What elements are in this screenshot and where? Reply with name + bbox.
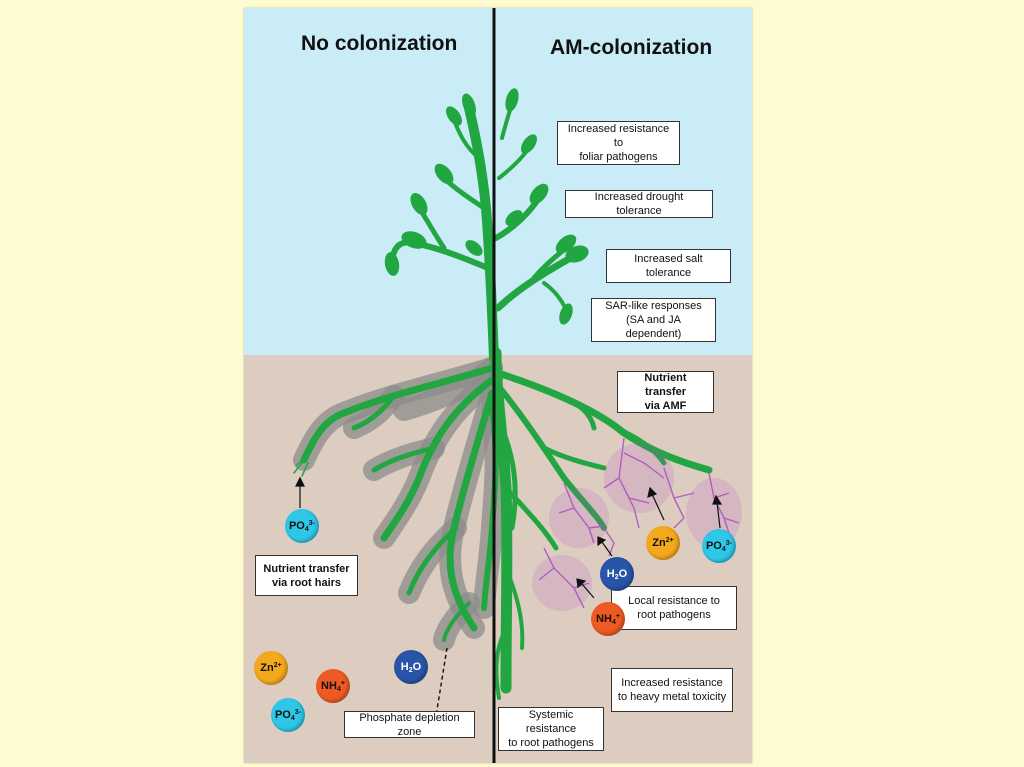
ion-superscript: 3- xyxy=(725,539,733,547)
ion-subscript: 4 xyxy=(290,714,295,722)
local-line-2: root pathogens xyxy=(637,609,711,621)
ion-base: Zn xyxy=(652,537,666,549)
shoot xyxy=(389,102,578,363)
drought-text: Increased drought tolerance xyxy=(594,191,684,217)
ion-subscript: 4 xyxy=(336,685,341,693)
depletion-pointer xyxy=(435,647,448,717)
ion-superscript: 2+ xyxy=(665,537,674,544)
ion-h2o-left: H2O xyxy=(394,650,428,684)
ion-formula: PO43- xyxy=(289,520,315,533)
diagram-panel: No colonization AM-colonization Increase… xyxy=(244,8,752,763)
ion-suffix: O xyxy=(412,660,422,673)
root-hairs-box: Nutrient transfer via root hairs xyxy=(255,555,358,596)
ion-base: NH xyxy=(596,612,612,625)
ion-formula: Zn2+ xyxy=(260,662,281,674)
ion-po4-left: PO43- xyxy=(285,509,319,543)
foliar-line-1: Increased resistance to xyxy=(567,123,670,149)
ion-formula: NH4+ xyxy=(321,680,345,693)
ion-base: PO xyxy=(288,519,305,532)
amf-line-2: via AMF xyxy=(644,400,687,412)
ion-superscript: 3- xyxy=(294,708,302,716)
ion-base: PO xyxy=(274,708,291,721)
ion-formula: PO43- xyxy=(706,540,732,553)
ion-nh4-left: NH4+ xyxy=(316,669,350,703)
local-line-1: Local resistance to xyxy=(628,595,720,607)
local-resistance-box: Local resistance to root pathogens xyxy=(611,586,737,630)
sar-line-2: (SA and JA dependent) xyxy=(625,314,682,340)
ion-base: H xyxy=(400,660,409,673)
heavy-metal-line-2: to heavy metal toxicity xyxy=(617,691,727,703)
ion-base: NH xyxy=(321,679,337,692)
ion-base: Zn xyxy=(260,662,274,674)
ion-subscript: 2 xyxy=(614,573,619,581)
salt-text: Increased salt tolerance xyxy=(634,253,703,279)
heavy-metal-box: Increased resistance to heavy metal toxi… xyxy=(611,668,733,712)
amf-transfer-box: Nutrient transfer via AMF xyxy=(617,371,714,413)
right-roots xyxy=(490,347,713,700)
ion-formula: H2O xyxy=(607,568,627,581)
ion-h2o-right: H2O xyxy=(600,557,634,591)
sar-response-box: SAR-like responses (SA and JA dependent) xyxy=(591,298,716,342)
ion-subscript: 4 xyxy=(611,618,616,626)
depletion-text: Phosphate depletion zone xyxy=(359,711,460,738)
ion-po4-left-lower: PO43- xyxy=(271,698,305,732)
leaves xyxy=(384,88,589,325)
sar-line-1: SAR-like responses xyxy=(605,300,702,312)
ion-suffix: O xyxy=(618,567,628,580)
ion-zn-left: Zn2+ xyxy=(254,651,288,685)
ion-subscript: 2 xyxy=(408,666,413,674)
ion-formula: H2O xyxy=(401,661,421,674)
heavy-metal-line-1: Increased resistance xyxy=(621,677,723,689)
amf-hyphae-glow xyxy=(532,443,742,611)
ion-base: H xyxy=(606,567,615,580)
ion-subscript: 4 xyxy=(304,525,309,533)
ion-nh4-right: NH4+ xyxy=(591,602,625,636)
depletion-zone-box: Phosphate depletion zone xyxy=(344,711,475,738)
drought-tolerance-box: Increased drought tolerance xyxy=(565,190,713,218)
left-roots xyxy=(293,364,499,642)
phosphate-depletion-zone xyxy=(293,357,507,651)
ion-formula: PO43- xyxy=(275,709,301,722)
ion-base: PO xyxy=(705,539,722,552)
ion-subscript: 4 xyxy=(721,545,726,553)
ion-po4-right: PO43- xyxy=(702,529,736,563)
systemic-line-1: Systemic resistance xyxy=(525,709,577,735)
foliar-line-2: foliar pathogens xyxy=(579,151,658,163)
ion-superscript: + xyxy=(340,679,345,687)
systemic-resistance-box: Systemic resistance to root pathogens xyxy=(498,707,604,751)
ion-superscript: + xyxy=(615,612,620,620)
root-hairs-line-1: Nutrient transfer xyxy=(263,562,350,575)
salt-tolerance-box: Increased salt tolerance xyxy=(606,249,731,283)
ion-zn-right: Zn2+ xyxy=(646,526,680,560)
ion-formula: NH4+ xyxy=(596,613,620,626)
ion-superscript: 2+ xyxy=(273,662,282,669)
root-hairs-line-2: via root hairs xyxy=(271,576,342,589)
foliar-pathogen-box: Increased resistance to foliar pathogens xyxy=(557,121,680,165)
ion-formula: Zn2+ xyxy=(652,537,673,549)
systemic-line-2: to root pathogens xyxy=(508,737,594,749)
ion-superscript: 3- xyxy=(308,519,316,527)
right-heading: AM-colonization xyxy=(550,36,713,59)
left-heading: No colonization xyxy=(301,32,458,55)
nutrient-arrows xyxy=(295,476,723,599)
amf-line-1: Nutrient transfer xyxy=(644,372,687,398)
plant-illustration xyxy=(293,8,742,763)
